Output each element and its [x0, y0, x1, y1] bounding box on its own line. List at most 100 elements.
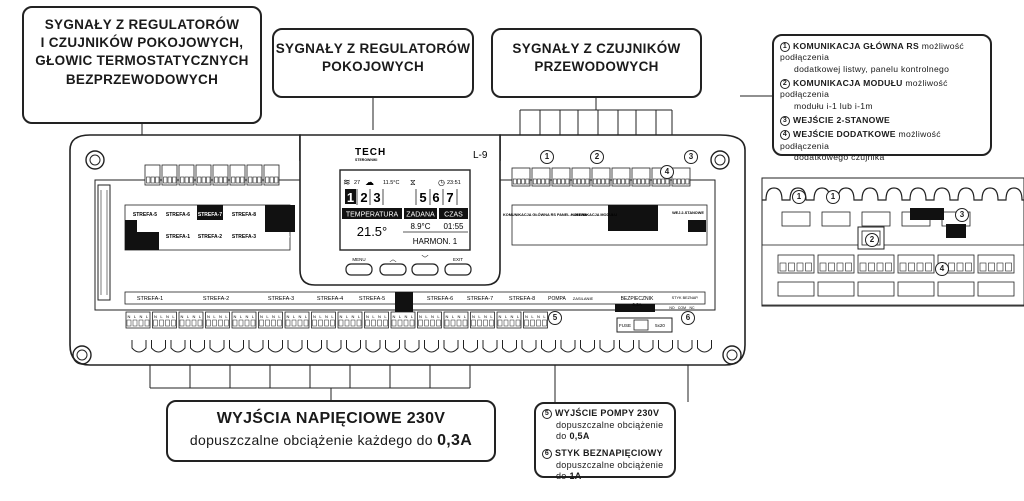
terminal-screw — [185, 319, 191, 327]
terminal-screw — [632, 178, 637, 185]
legend-2-desc: możliwość podłączenia — [780, 78, 948, 100]
terminal-screw — [517, 178, 521, 185]
callout-wireless-line-2: I CZUJNIKÓW POKOJOWYCH, — [40, 35, 244, 51]
cable-gland — [560, 340, 576, 353]
fuse-holder: FUSE 5x20 — [616, 317, 673, 333]
terminal-screw — [303, 319, 309, 327]
badge-3-inset: 3 — [955, 208, 969, 222]
pin-label: N — [154, 314, 157, 319]
terminal-screw — [201, 176, 206, 184]
terminal-screw — [899, 262, 907, 272]
pin-label: L — [437, 314, 440, 319]
inset-terminal — [937, 281, 975, 297]
legend-3-num: 3 — [780, 115, 790, 126]
terminal-screw — [592, 178, 597, 185]
terminal-screw — [677, 178, 681, 185]
legend-1-desc: możliwość podłączenia — [780, 41, 965, 63]
bottom-zone-label-5: STREFA-5 — [359, 296, 385, 302]
top-zone-label-5: STREFA-5 — [133, 212, 157, 218]
pin-label: N — [431, 314, 434, 319]
terminal-screw — [240, 176, 245, 184]
terminal-screw — [541, 178, 546, 185]
temp-value: 21.5° — [357, 224, 388, 239]
terminal-screw — [581, 178, 586, 185]
inset-terminal — [977, 281, 1015, 297]
terminal-screw — [621, 178, 626, 185]
callout-room-line-1: SYGNAŁY Z REGULATORÓW — [275, 41, 471, 56]
terminal-screw — [525, 178, 530, 185]
terminal-screw — [657, 178, 661, 185]
terminal-screw — [344, 319, 350, 327]
terminal-screw — [542, 319, 547, 327]
terminal-screw — [672, 178, 677, 185]
pin-label: L — [213, 314, 216, 319]
callout-voltage-outputs: WYJŚCIA NAPIĘCIOWE 230V dopuszczalne obc… — [166, 400, 496, 462]
pin-label: N — [537, 314, 540, 319]
terminal-screw — [391, 319, 397, 327]
bottom-zone-label-1: STREFA-1 — [137, 296, 163, 302]
badge-2-inset: 2 — [865, 233, 879, 247]
pin-label: L — [384, 314, 387, 319]
output-terminal — [390, 311, 416, 329]
terminal-screw — [916, 262, 924, 272]
callout-wired-line-2: PRZEWODOWYCH — [534, 59, 659, 75]
pin-label: L — [160, 314, 163, 319]
terminal-screw — [779, 262, 787, 272]
cable-gland — [151, 340, 166, 353]
terminal-screw — [601, 178, 606, 185]
pin-label: L — [452, 314, 455, 319]
menu-button[interactable] — [345, 263, 373, 276]
badge-1-inset-a: 1 — [792, 190, 806, 204]
pin-label: L — [411, 314, 414, 319]
right-top-labels: KOMUNIKACJA GŁÓWNA RS PANEL / LISTWA KOM… — [503, 204, 708, 246]
terminal-screw — [876, 262, 884, 272]
output-terminal — [311, 311, 336, 329]
pin-label: N — [340, 314, 343, 319]
relay-label: STYK BEZNAP. — [672, 296, 699, 300]
temp-label: TEMPERATURA — [346, 212, 399, 219]
terminal-screw — [418, 319, 423, 327]
up-button[interactable] — [379, 263, 407, 276]
callout-wireless-line-1: SYGNAŁY Z REGULATORÓW — [44, 17, 240, 32]
terminal-screw — [277, 319, 282, 327]
terminal-screw — [471, 319, 476, 327]
terminal-screw — [330, 319, 335, 327]
cable-gland — [463, 340, 478, 353]
terminal-screw — [625, 178, 630, 185]
pin-label: N — [299, 314, 302, 319]
terminal-screw — [238, 319, 244, 327]
terminal-screw — [988, 262, 995, 272]
mode-value: HARMON. 1 — [413, 237, 458, 246]
terminal-screw — [444, 319, 450, 327]
wired-sensor-terminals — [511, 167, 691, 187]
terminal-screw — [269, 176, 274, 184]
output-terminal — [364, 311, 389, 329]
pin-label: L — [358, 314, 361, 319]
terminal-screw — [530, 319, 535, 327]
zone-digit-3: 3 — [373, 190, 380, 205]
callout-room-regulators: SYGNAŁY Z REGULATORÓW POKOJOWYCH — [272, 28, 474, 98]
exit-button[interactable] — [444, 263, 472, 276]
model-label: L-9 — [473, 150, 488, 161]
terminal-screw — [259, 319, 264, 327]
legend-4-desc: możliwość podłączenia — [780, 129, 941, 151]
inset-terminal — [857, 281, 895, 297]
pin-label: L — [266, 314, 269, 319]
down-button[interactable] — [411, 263, 439, 276]
terminal-screw — [561, 178, 566, 185]
terminal-screw — [218, 319, 223, 327]
terminal-screw — [138, 319, 144, 327]
terminal-screw — [845, 262, 852, 272]
legend-1-desc2: dodatkowej listwy, panelu kontrolnego — [794, 63, 950, 74]
time-label: CZAS — [444, 212, 463, 219]
callout-wireless-signals: SYGNAŁY Z REGULATORÓW I CZUJNIKÓW POKOJO… — [22, 6, 262, 124]
pin-label: L — [517, 314, 520, 319]
zone-digit-2: 2 — [360, 190, 367, 205]
label-module-comm: KOMUNIKACJA MODUŁU — [571, 213, 617, 217]
pin-label: L — [490, 314, 493, 319]
cable-gland — [541, 340, 556, 353]
pump-title: WYJŚCIE POMPY 230V — [555, 408, 660, 418]
pin-label: L — [399, 314, 402, 319]
terminal-screw — [338, 319, 344, 327]
terminal-screw — [397, 319, 403, 327]
